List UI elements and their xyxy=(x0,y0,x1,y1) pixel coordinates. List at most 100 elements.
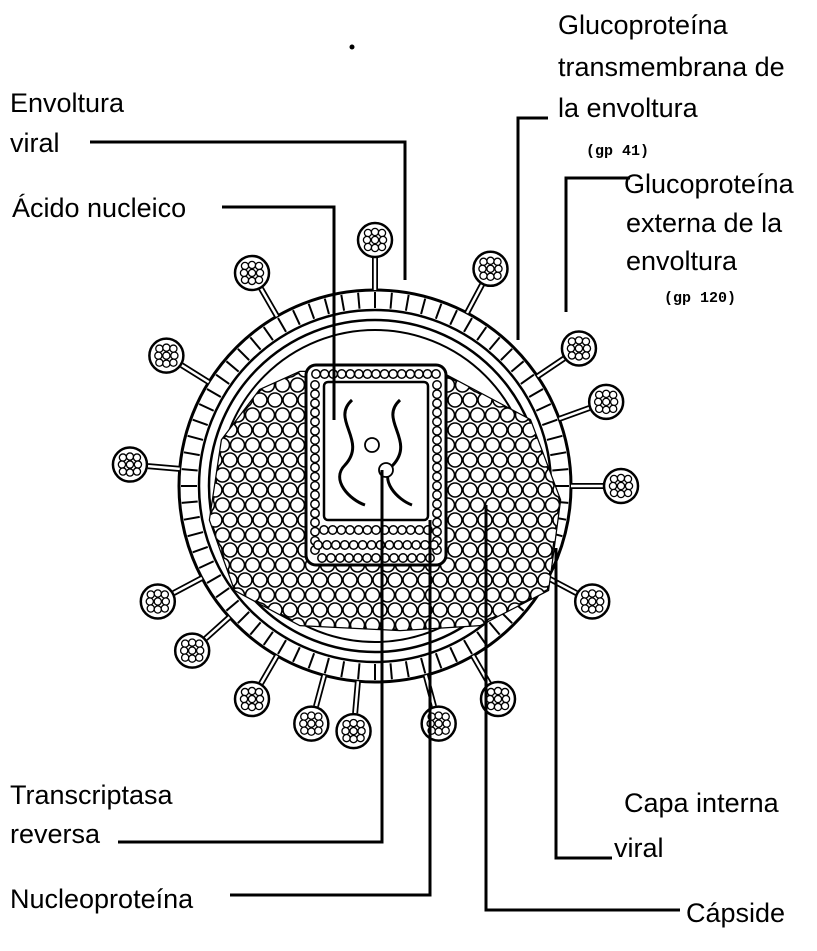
nucleoprotein-bead xyxy=(433,509,441,517)
nucleoprotein-bead xyxy=(390,554,398,562)
gp120-subunit xyxy=(371,228,378,235)
capsomere xyxy=(516,588,530,602)
gp120-subunit xyxy=(343,734,350,741)
capsomere xyxy=(516,468,530,482)
nucleoprotein-bead xyxy=(311,527,319,535)
nucleoprotein-bead xyxy=(433,527,441,535)
nucleoprotein-bead xyxy=(433,381,441,389)
gp120-subunit xyxy=(480,272,487,279)
gp120-subunit xyxy=(575,337,582,344)
glycoprotein-spike xyxy=(149,339,208,382)
envelope-tick xyxy=(552,469,568,470)
gp120-subunit xyxy=(378,229,385,236)
capsomere xyxy=(411,588,425,602)
nucleoprotein-bead xyxy=(433,445,441,453)
gp120-subunit xyxy=(487,688,494,695)
gp120-subunit xyxy=(494,703,501,710)
gp120-subunit xyxy=(487,273,494,280)
nucleoprotein-bead xyxy=(398,526,406,534)
gp120-subunit xyxy=(494,272,501,279)
capsomere xyxy=(456,408,470,422)
gp120-subunit xyxy=(502,695,509,702)
capsomere xyxy=(463,603,477,617)
capsomere xyxy=(343,573,357,587)
capsomere xyxy=(246,468,260,482)
capsomere xyxy=(501,588,515,602)
gp120-subunit xyxy=(575,345,582,352)
capsomere xyxy=(508,513,522,527)
capsomere xyxy=(508,573,522,587)
capsomere xyxy=(268,573,282,587)
gp120-subunit xyxy=(163,344,170,351)
capsomere xyxy=(531,558,545,572)
gp120-subunit xyxy=(170,345,177,352)
glycoprotein-spike xyxy=(571,469,638,503)
capsomere xyxy=(268,393,282,407)
gp120-subunit xyxy=(248,695,255,702)
capsomere xyxy=(478,423,492,437)
gp120-subunit xyxy=(487,257,494,264)
label-capa-interna-1: Capa interna xyxy=(624,788,780,818)
capsomere xyxy=(276,528,290,542)
capsomere xyxy=(373,573,387,587)
gp120-subunit xyxy=(156,345,163,352)
label-gp120-3: envoltura xyxy=(626,246,738,276)
capsomere xyxy=(238,423,252,437)
gp120-subunit xyxy=(568,352,575,359)
nucleoprotein-bead xyxy=(415,526,423,534)
gp120-subunit xyxy=(582,591,589,598)
capsomere xyxy=(486,558,500,572)
nucleoprotein-bead xyxy=(311,399,319,407)
gp120-subunit xyxy=(596,405,603,412)
gp41-stalk-inner xyxy=(261,656,277,684)
capsomere xyxy=(246,528,260,542)
capsomere xyxy=(493,573,507,587)
capsomere xyxy=(283,573,297,587)
gp120-subunit xyxy=(596,391,603,398)
label-acido-nucleico: Ácido nucleico xyxy=(12,193,186,223)
gp120-subunit xyxy=(582,352,589,359)
gp120-subunit xyxy=(170,359,177,366)
gp120-subunit xyxy=(350,719,357,726)
capsomere xyxy=(358,573,372,587)
capsomere xyxy=(276,408,290,422)
capsomere xyxy=(523,453,537,467)
capsomere xyxy=(433,573,447,587)
gp120-subunit xyxy=(161,591,168,598)
gp120-subunit xyxy=(363,236,370,243)
capsomere xyxy=(283,393,297,407)
gp120-subunit xyxy=(316,720,323,727)
capsomere xyxy=(223,543,237,557)
gp120-subunit xyxy=(494,695,501,702)
speck xyxy=(350,45,355,50)
nucleoprotein-bead xyxy=(320,526,328,534)
capsomere xyxy=(253,483,267,497)
label-gp41-1: Glucoproteína xyxy=(558,10,729,40)
gp120-subunit xyxy=(154,606,161,613)
capsomere xyxy=(531,528,545,542)
nucleoprotein-bead xyxy=(372,370,380,378)
nucleoprotein-bead xyxy=(311,427,319,435)
nucleoprotein-bead xyxy=(408,554,416,562)
nucleoprotein-bead xyxy=(433,482,441,490)
nucleoprotein-bead xyxy=(363,554,371,562)
nucleoprotein-bead xyxy=(398,370,406,378)
nucleoprotein-bead xyxy=(363,526,371,534)
gp120-subunit xyxy=(581,598,588,605)
label-envoltura-1: Envoltura xyxy=(10,88,125,118)
nucleoprotein-bead xyxy=(423,370,431,378)
gp120-subunit xyxy=(163,360,170,367)
gp120-subunit xyxy=(364,243,371,250)
gp120-subunit xyxy=(248,277,255,284)
gp120-subunit xyxy=(583,345,590,352)
capsomere xyxy=(276,588,290,602)
glycoprotein-spike xyxy=(473,656,515,716)
gp120-subunit xyxy=(589,590,596,597)
capsomere xyxy=(538,513,552,527)
nucleoprotein-bead xyxy=(311,417,319,425)
capsomere xyxy=(336,588,350,602)
capsomere xyxy=(523,483,537,497)
gp120-subunit xyxy=(610,475,617,482)
gp120-subunit xyxy=(479,265,486,272)
